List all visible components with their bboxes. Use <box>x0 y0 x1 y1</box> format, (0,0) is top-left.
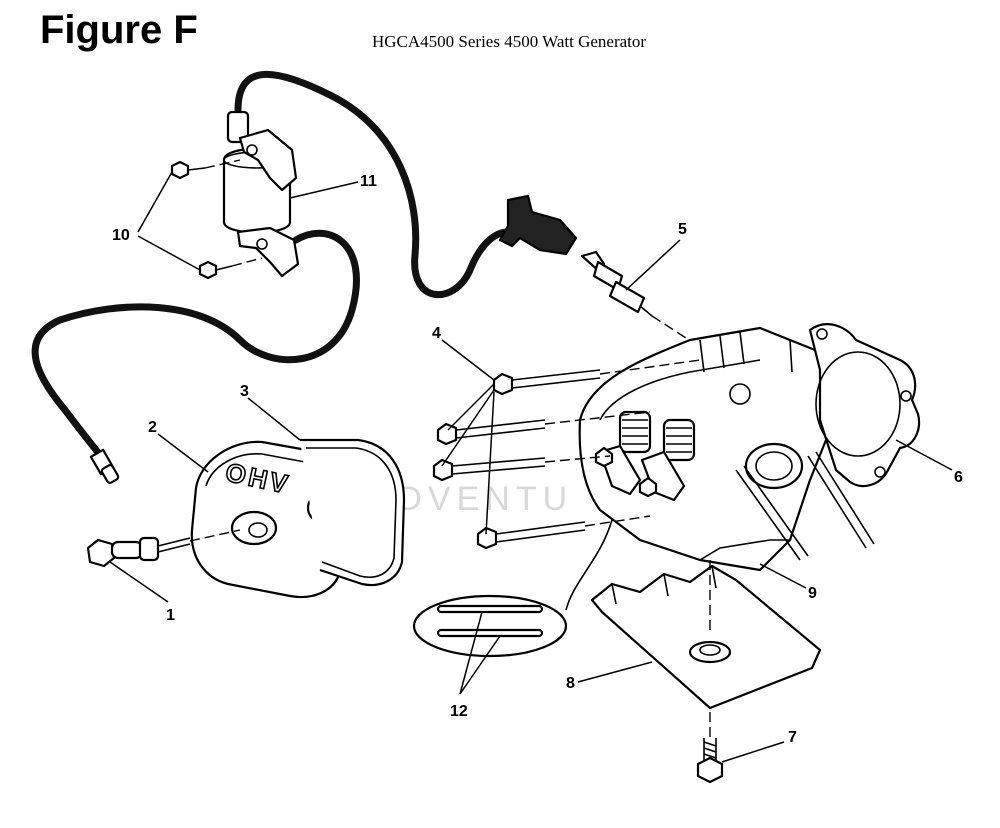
callout-leaders <box>109 171 953 763</box>
callout-7: 7 <box>788 729 797 746</box>
coil-bolt-lower <box>198 257 263 280</box>
head-gasket <box>808 323 921 488</box>
valve-cover-bolt <box>86 529 241 568</box>
figure-label: Figure F <box>40 8 198 52</box>
callout-10: 10 <box>112 227 130 244</box>
wire-terminal <box>89 448 120 484</box>
callout-12: 12 <box>450 703 468 720</box>
valve-cover-gasket <box>300 438 406 587</box>
coil-bolt-upper <box>170 159 241 180</box>
callout-3: 3 <box>240 383 249 400</box>
callout-1: 1 <box>166 607 175 624</box>
callout-11: 11 <box>360 173 377 190</box>
ignition-coil <box>222 110 300 278</box>
callout-6: 6 <box>954 469 963 486</box>
ground-wire <box>31 229 360 459</box>
callout-9: 9 <box>808 585 817 602</box>
diagram-subtitle: HGCA4500 Series 4500 Watt Generator <box>372 32 647 51</box>
cylinder-head <box>578 326 875 572</box>
head-bolt-2 <box>436 411 651 446</box>
callout-5: 5 <box>678 221 687 238</box>
callout-2: 2 <box>148 419 157 436</box>
spark-plug-boot <box>498 194 578 256</box>
callout-4: 4 <box>432 325 441 342</box>
ignition-wire <box>234 70 516 298</box>
deflector-plate <box>590 560 822 740</box>
head-bolt-4 <box>476 515 651 550</box>
callout-8: 8 <box>566 675 575 692</box>
pushrod-inset <box>412 519 613 658</box>
plate-bolt <box>696 738 724 784</box>
head-bolt-3 <box>432 455 611 482</box>
